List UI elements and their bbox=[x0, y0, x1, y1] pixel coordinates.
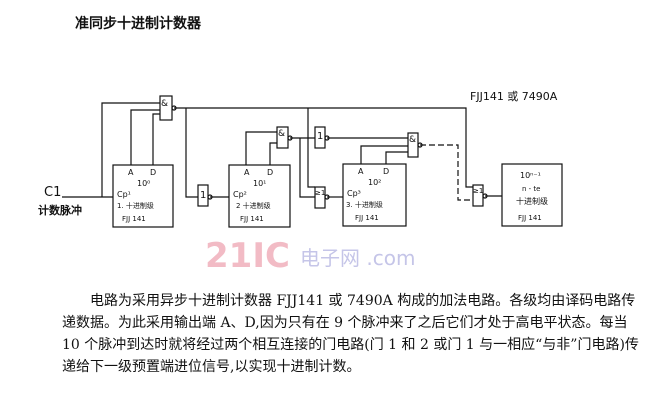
svg-text:Cp³: Cp³ bbox=[347, 189, 361, 198]
svg-text:D: D bbox=[383, 167, 389, 176]
or-gate-n: ≥1 bbox=[472, 184, 488, 207]
input-label-c1: C1 bbox=[44, 185, 61, 200]
counter-stage-1: A D 10⁰ Cp¹ 1. 十进制级 FJJ 141 bbox=[112, 164, 174, 228]
and-gate-1: & bbox=[159, 95, 177, 121]
svg-text:1: 1 bbox=[317, 131, 323, 142]
and-gate-2: & bbox=[276, 126, 293, 149]
wires bbox=[62, 102, 502, 201]
svg-text:A: A bbox=[128, 168, 134, 177]
or-gate: ≥1 bbox=[314, 186, 330, 209]
watermark-logo: 21IC bbox=[205, 236, 290, 276]
inverter-gate-2: 1 bbox=[314, 126, 330, 149]
description-paragraph: 电路为采用异步十进制计数器 FJJ141 或 7490A 构成的加法电路。各级均… bbox=[62, 293, 639, 375]
counter-stage-2: A D 10¹ Cp² 2 十进制级 FJJ 141 bbox=[228, 164, 291, 228]
svg-text:Cp²: Cp² bbox=[233, 190, 247, 199]
svg-text:10⁰: 10⁰ bbox=[137, 179, 150, 188]
inverter-gate-1: 1 bbox=[197, 184, 213, 207]
svg-text:&: & bbox=[278, 129, 285, 139]
svg-text:D: D bbox=[267, 168, 273, 177]
svg-text:A: A bbox=[244, 168, 250, 177]
svg-text:3. 十进制级: 3. 十进制级 bbox=[346, 200, 383, 209]
svg-text:十进制级: 十进制级 bbox=[516, 196, 548, 206]
svg-text:10¹: 10¹ bbox=[253, 179, 266, 188]
svg-text:n - te: n - te bbox=[522, 185, 540, 193]
svg-text:10ⁿ⁻¹: 10ⁿ⁻¹ bbox=[520, 171, 541, 180]
svg-text:&: & bbox=[161, 99, 168, 109]
svg-text:FJJ 141: FJJ 141 bbox=[518, 214, 542, 222]
svg-text:D: D bbox=[150, 168, 156, 177]
watermark-sub: 电子网 .com bbox=[300, 246, 416, 270]
svg-text:FJJ 141: FJJ 141 bbox=[122, 215, 146, 223]
svg-text:2 十进制级: 2 十进制级 bbox=[236, 201, 271, 210]
svg-text:1. 十进制级: 1. 十进制级 bbox=[117, 201, 154, 210]
svg-text:≥1: ≥1 bbox=[315, 189, 325, 197]
svg-text:≥1: ≥1 bbox=[473, 187, 483, 195]
and-gate-3: & bbox=[407, 132, 423, 158]
svg-text:FJJ 141: FJJ 141 bbox=[355, 214, 379, 222]
svg-text:1: 1 bbox=[200, 190, 206, 201]
counter-stage-n: 10ⁿ⁻¹ n - te 十进制级 FJJ 141 bbox=[501, 163, 563, 227]
counter-circuit-diagram: & 1 & 1 ≥1 & ≥1 A D 10⁰ Cp¹ 1. 十进制级 FJJ 1… bbox=[38, 90, 563, 228]
input-label-pulse: 计数脉冲 bbox=[38, 203, 82, 217]
chip-label: FJJ141 或 7490A bbox=[470, 90, 558, 103]
svg-text:Cp¹: Cp¹ bbox=[117, 190, 131, 199]
page-title: 准同步十进制计数器 bbox=[75, 16, 201, 32]
svg-text:A: A bbox=[358, 167, 364, 176]
counter-stage-3: A D 10² Cp³ 3. 十进制级 FJJ 141 bbox=[342, 163, 407, 227]
svg-text:10²: 10² bbox=[368, 178, 381, 187]
svg-text:FJJ 141: FJJ 141 bbox=[240, 215, 264, 223]
svg-text:&: & bbox=[409, 135, 416, 145]
